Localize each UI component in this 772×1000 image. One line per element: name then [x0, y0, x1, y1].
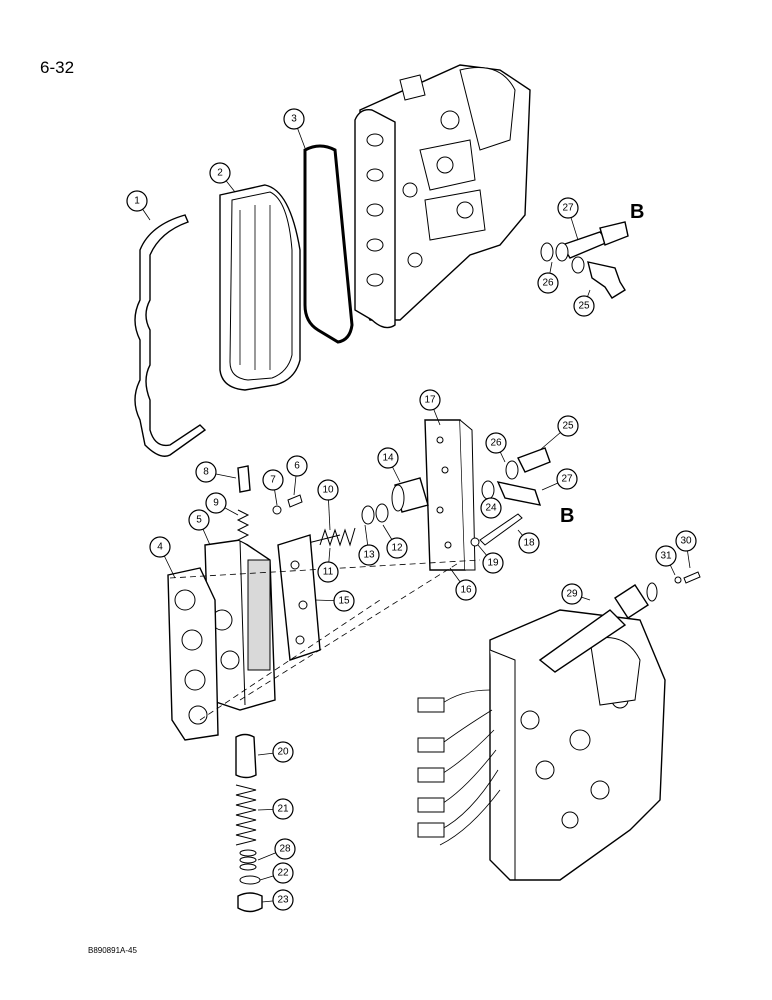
- svg-text:24: 24: [485, 503, 497, 514]
- callout-9: 9: [205, 492, 227, 514]
- svg-text:12: 12: [391, 543, 403, 554]
- svg-text:26: 26: [490, 438, 502, 449]
- svg-text:7: 7: [270, 475, 276, 486]
- cover-gasket: [303, 144, 354, 344]
- screw-30: [683, 571, 701, 584]
- svg-text:31: 31: [660, 551, 672, 562]
- bolt-18: [479, 513, 523, 546]
- callout-26-upper: 26: [537, 272, 559, 294]
- callout-12: 12: [386, 537, 408, 559]
- callout-17: 17: [419, 389, 441, 411]
- callout-2: 2: [209, 162, 231, 184]
- callout-28: 28: [274, 838, 296, 860]
- svg-text:11: 11: [323, 567, 334, 578]
- callout-10: 10: [317, 479, 339, 501]
- separator-plate: [424, 419, 476, 571]
- svg-text:28: 28: [279, 844, 291, 855]
- callout-24: 24: [480, 497, 502, 519]
- valve-cover: [219, 184, 301, 391]
- svg-text:10: 10: [322, 485, 334, 496]
- svg-text:22: 22: [277, 868, 289, 879]
- washer-7: [272, 505, 282, 515]
- bolt-6: [287, 494, 303, 508]
- svg-text:17: 17: [424, 395, 436, 406]
- callout-25-upper: 25: [573, 295, 595, 317]
- callout-19: 19: [482, 552, 504, 574]
- svg-text:3: 3: [291, 114, 297, 125]
- callout-23: 23: [272, 889, 294, 911]
- reference-letter-b-lower: B: [560, 505, 574, 527]
- callout-31: 31: [655, 545, 677, 567]
- svg-text:2: 2: [217, 168, 223, 179]
- callout-22: 22: [272, 862, 294, 884]
- svg-text:27: 27: [561, 474, 573, 485]
- svg-text:27: 27: [562, 203, 574, 214]
- callout-20: 20: [272, 741, 294, 763]
- svg-text:14: 14: [382, 453, 394, 464]
- svg-text:6: 6: [294, 461, 300, 472]
- wiring-harness: [417, 582, 658, 846]
- svg-text:1: 1: [134, 196, 140, 207]
- figure-code: B890891A-45: [88, 946, 137, 955]
- washer-19: [470, 537, 480, 547]
- callout-1: 1: [126, 190, 148, 212]
- callout-25-lower: 25: [557, 415, 579, 437]
- solenoid-housing: [204, 539, 276, 711]
- svg-text:8: 8: [203, 467, 209, 478]
- spring-9: [236, 509, 250, 546]
- svg-text:18: 18: [523, 538, 535, 549]
- svg-text:19: 19: [487, 558, 499, 569]
- seal-ring-12: [361, 505, 375, 525]
- svg-text:25: 25: [562, 421, 574, 432]
- spring-13: [319, 527, 356, 547]
- callout-14: 14: [377, 447, 399, 469]
- svg-text:25: 25: [578, 301, 590, 312]
- plunger-8: [237, 465, 251, 493]
- reference-letter-b-upper: B: [630, 201, 644, 223]
- callout-4: 4: [149, 536, 171, 558]
- svg-text:30: 30: [680, 536, 692, 547]
- callout-18: 18: [518, 532, 540, 554]
- svg-text:20: 20: [277, 747, 289, 758]
- page-number: 6-32: [40, 58, 75, 77]
- lower-valve-body: [489, 609, 666, 881]
- callout-3: 3: [283, 108, 305, 130]
- callout-27-lower: 27: [556, 468, 578, 490]
- svg-text:5: 5: [196, 515, 202, 526]
- svg-text:4: 4: [157, 542, 163, 553]
- svg-text:13: 13: [363, 550, 375, 561]
- wire-retainer: [134, 214, 207, 457]
- svg-text:26: 26: [542, 278, 554, 289]
- callout-30: 30: [675, 530, 697, 552]
- svg-text:15: 15: [338, 596, 350, 607]
- upper-valve-body: [354, 64, 531, 329]
- callout-11: 11: [317, 561, 339, 583]
- svg-text:23: 23: [277, 895, 289, 906]
- housing-gasket: [167, 567, 219, 741]
- callout-8: 8: [195, 461, 217, 483]
- callout-7: 7: [262, 469, 284, 491]
- callout-13: 13: [358, 544, 380, 566]
- svg-text:21: 21: [277, 804, 289, 815]
- callout-26-lower: 26: [485, 432, 507, 454]
- svg-text:16: 16: [460, 585, 472, 596]
- callout-27-upper: 27: [557, 197, 579, 219]
- svg-text:9: 9: [213, 498, 219, 509]
- upper-fitting-group: [540, 221, 629, 299]
- callout-6: 6: [286, 455, 308, 477]
- callout-5: 5: [188, 509, 210, 531]
- callout-29: 29: [561, 583, 583, 605]
- lower-plug-stack: [235, 733, 263, 913]
- svg-text:29: 29: [566, 589, 578, 600]
- callout-21: 21: [272, 798, 294, 820]
- washer-31: [674, 576, 682, 584]
- callout-16: 16: [455, 579, 477, 601]
- callout-15: 15: [333, 590, 355, 612]
